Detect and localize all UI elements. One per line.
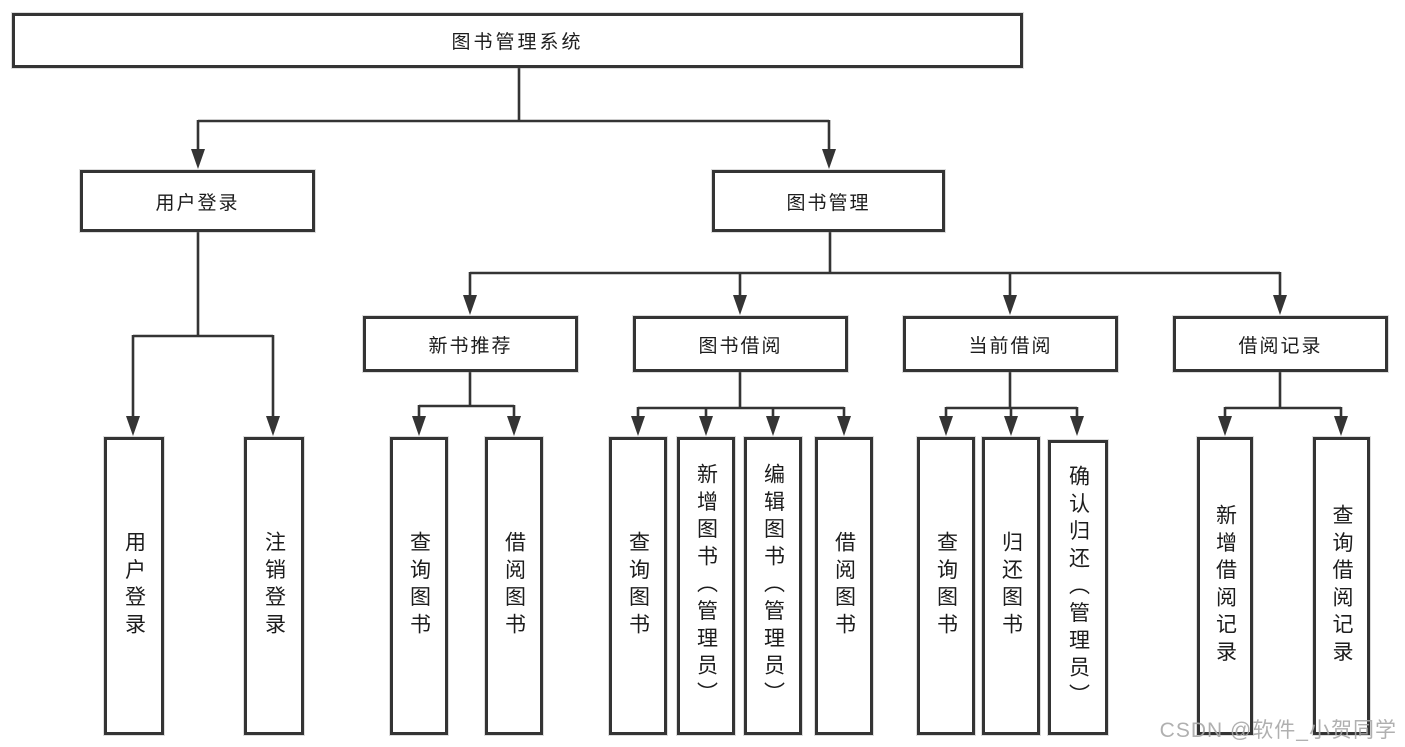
- csdn-watermark: CSDN @软件_小贺同学: [1159, 719, 1397, 742]
- node-current-borrowing: 当前借阅: [903, 316, 1118, 372]
- leaf-edit-book-admin: 编辑图书（管理员）: [744, 437, 802, 735]
- leaf-add-borrow-record: 新增借阅记录: [1197, 437, 1253, 735]
- leaf-confirm-return-admin: 确认归还（管理员）: [1048, 440, 1108, 735]
- node-new-book-recommendation: 新书推荐: [363, 316, 578, 372]
- leaf-borrow-books: 借阅图书: [815, 437, 873, 735]
- node-root-system: 图书管理系统: [12, 13, 1023, 68]
- leaf-logout: 注销登录: [244, 437, 304, 735]
- leaf-user-login: 用户登录: [104, 437, 164, 735]
- leaf-query-books-current: 查询图书: [917, 437, 975, 735]
- node-book-borrowing: 图书借阅: [633, 316, 848, 372]
- leaf-query-books-borrow: 查询图书: [609, 437, 667, 735]
- leaf-query-borrow-record: 查询借阅记录: [1313, 437, 1370, 735]
- node-borrowing-records: 借阅记录: [1173, 316, 1388, 372]
- node-user-login: 用户登录: [80, 170, 315, 232]
- leaf-borrow-books-recommend: 借阅图书: [485, 437, 543, 735]
- leaf-add-book-admin: 新增图书（管理员）: [677, 437, 735, 735]
- leaf-return-books: 归还图书: [982, 437, 1040, 735]
- node-book-management: 图书管理: [712, 170, 945, 232]
- leaf-query-books-recommend: 查询图书: [390, 437, 448, 735]
